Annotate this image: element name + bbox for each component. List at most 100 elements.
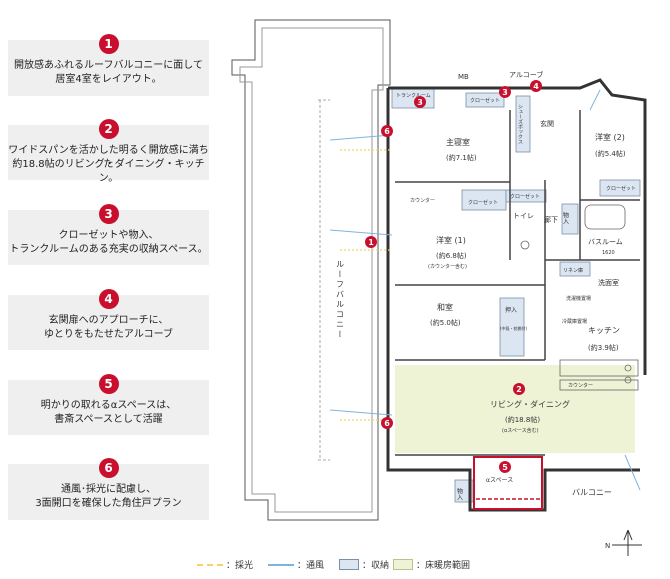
- feature-number-4: 4: [98, 289, 119, 309]
- sink-unit: [559, 359, 639, 377]
- plan-marker-6b: 6: [381, 417, 393, 429]
- feature-number-5: 5: [98, 374, 119, 394]
- plan-marker-3a: 3: [414, 96, 426, 108]
- svg-text:3: 3: [502, 88, 508, 97]
- ventilation-swatch: [268, 563, 294, 566]
- plan-marker-4: 4: [530, 80, 542, 92]
- feature-text-5a: 明かりの取れるαスペースは、: [40, 400, 177, 411]
- linen-label: リネン庫: [563, 267, 583, 274]
- bathroom-label: バスルーム: [588, 238, 623, 246]
- closet-label-1: クローゼット: [470, 97, 500, 104]
- feature-panel-3: 3 クローゼットや物入、 トランクルームのある充実の収納スペース。: [8, 204, 209, 265]
- feature-text-1b: 居室4室をレイアウト。: [55, 74, 162, 85]
- north-label: N: [605, 542, 610, 550]
- sunlight-swatch: [197, 563, 223, 566]
- counter-label-2: カウンター: [568, 382, 593, 389]
- toilet-bowl: [520, 240, 530, 250]
- feature-text-6b: 3面開口を確保した角住戸プラン: [35, 498, 182, 509]
- washitsu-label: 和室: [437, 302, 453, 312]
- feature-text-4b: ゆとりをもたせたアルコーブ: [43, 329, 174, 340]
- svg-text:3: 3: [417, 98, 423, 107]
- washitsu-size-label: (約5.0帖): [430, 318, 461, 327]
- ventilation-arrow-4: [589, 89, 601, 111]
- legend-sunlight: ：採光: [197, 558, 253, 571]
- kitchen-size-label: (約3.9帖): [588, 343, 619, 352]
- oshiire-label: 押入: [505, 306, 517, 314]
- svg-text:5: 5: [502, 463, 508, 472]
- feature-text-3b: トランクルームのある充実の収納スペース。: [9, 244, 208, 255]
- feature-text-2b: 約18.8帖のリビング・ダイニング・キッチン。: [12, 159, 205, 184]
- feature-panel-2: 2 ワイドスパンを活かした明るく開放感に満ちた 約18.8帖のリビング・ダイニン…: [8, 119, 209, 184]
- genkan-label: 玄関: [540, 119, 554, 128]
- floor-heating-area: [395, 365, 635, 453]
- stove-burner-1: [624, 364, 632, 372]
- legend-ventilation-label: ：通風: [297, 561, 325, 571]
- ventilation-arrow-5: [624, 454, 641, 491]
- legend-storage: ：収納: [339, 558, 389, 571]
- kitchen-counter: [559, 379, 639, 391]
- alpha-label: αスペース: [486, 477, 513, 484]
- closet-wr2: [599, 179, 641, 197]
- legend-floor-heating: ：床暖房範囲: [393, 558, 470, 571]
- washer-label: 洗濯機置場: [566, 295, 591, 302]
- alcove-label: アルコーブ: [509, 70, 543, 79]
- svg-text:6: 6: [384, 419, 390, 428]
- closet-wr1: [505, 189, 547, 203]
- closet-label-3: クローゼット: [468, 199, 498, 206]
- storage-label-2: 物入: [456, 487, 463, 500]
- shoe-box-label: シューズボックス: [517, 104, 523, 144]
- floor-heating-swatch: [393, 559, 413, 570]
- fridge-label: 冷蔵庫置場: [562, 318, 587, 325]
- trunk-room-label: トランクルーム: [396, 93, 431, 99]
- western2-label: 洋室 (2): [595, 132, 625, 142]
- ventilation-arrow-3: [329, 409, 393, 416]
- feature-number-1: 1: [98, 34, 119, 54]
- roof-balcony-outline: [231, 19, 391, 521]
- plan-marker-1a: 1: [365, 236, 377, 248]
- bathtub: [584, 204, 626, 230]
- living-label: リビング・ダイニング: [490, 399, 570, 409]
- feature-number-2: 2: [98, 119, 119, 139]
- roof-balcony-label: ルーフバルコニー: [336, 260, 345, 340]
- master-bedroom-label: 主寝室: [446, 137, 470, 147]
- ventilation-arrow-2: [329, 229, 393, 236]
- feature-text-4a: 玄関扉へのアプローチに、: [48, 315, 169, 326]
- storage-label-1: 物入: [562, 211, 569, 224]
- western1-size-label: (約6.8帖): [436, 251, 467, 260]
- alpha-space-box: [473, 456, 543, 510]
- linen-closet: [559, 261, 591, 277]
- feature-text-3a: クローゼットや物入、: [58, 230, 159, 241]
- legend-floor-heating-label: ：床暖房範囲: [416, 561, 471, 571]
- washroom-label: 洗面室: [598, 278, 619, 287]
- feature-number-6: 6: [98, 458, 119, 478]
- closet-label-4: クローゼット: [510, 193, 540, 200]
- legend-storage-label: ：収納: [362, 561, 390, 571]
- bath-size-label: 1620: [602, 250, 615, 256]
- feature-text-2a: ワイドスパンを活かした明るく開放感に満ちた: [8, 145, 209, 170]
- feature-panel-1: 1 開放感あふれるルーフバルコニーに面して 居室4室をレイアウト。: [8, 34, 209, 96]
- living-size-label: (約18.8帖): [505, 415, 540, 424]
- svg-text:1: 1: [368, 238, 374, 247]
- balcony-label: バルコニー: [572, 488, 612, 497]
- mb-label: MB: [458, 73, 469, 81]
- plan-marker-2: 2: [513, 383, 525, 395]
- legend-ventilation: ：通風: [268, 558, 324, 571]
- feature-panel-5: 5 明かりの取れるαスペースは、 書斎スペースとして活躍: [8, 374, 209, 435]
- closet-label-2: クローゼット: [606, 185, 636, 192]
- feature-panel-4: 4 玄関扉へのアプローチに、 ゆとりをもたせたアルコーブ: [8, 289, 209, 350]
- legend-sunlight-label: ：採光: [226, 561, 254, 571]
- toilet-label: トイレ: [513, 212, 534, 220]
- western2-size-label: (約5.4帖): [595, 149, 626, 158]
- storage-swatch: [339, 559, 359, 570]
- storage-hall: [561, 203, 579, 235]
- plan-marker-3b: 3: [499, 86, 511, 98]
- western1-label: 洋室 (1): [436, 235, 466, 245]
- svg-text:6: 6: [384, 127, 390, 136]
- shoe-box: [515, 95, 531, 153]
- oshiire-note-label: (中段・枕棚付): [500, 325, 528, 331]
- feature-text-5b: 書斎スペースとして活躍: [54, 414, 163, 425]
- svg-text:2: 2: [516, 385, 522, 394]
- hallway-label: 廊下: [544, 215, 558, 224]
- counter-label-1: カウンター: [410, 197, 435, 204]
